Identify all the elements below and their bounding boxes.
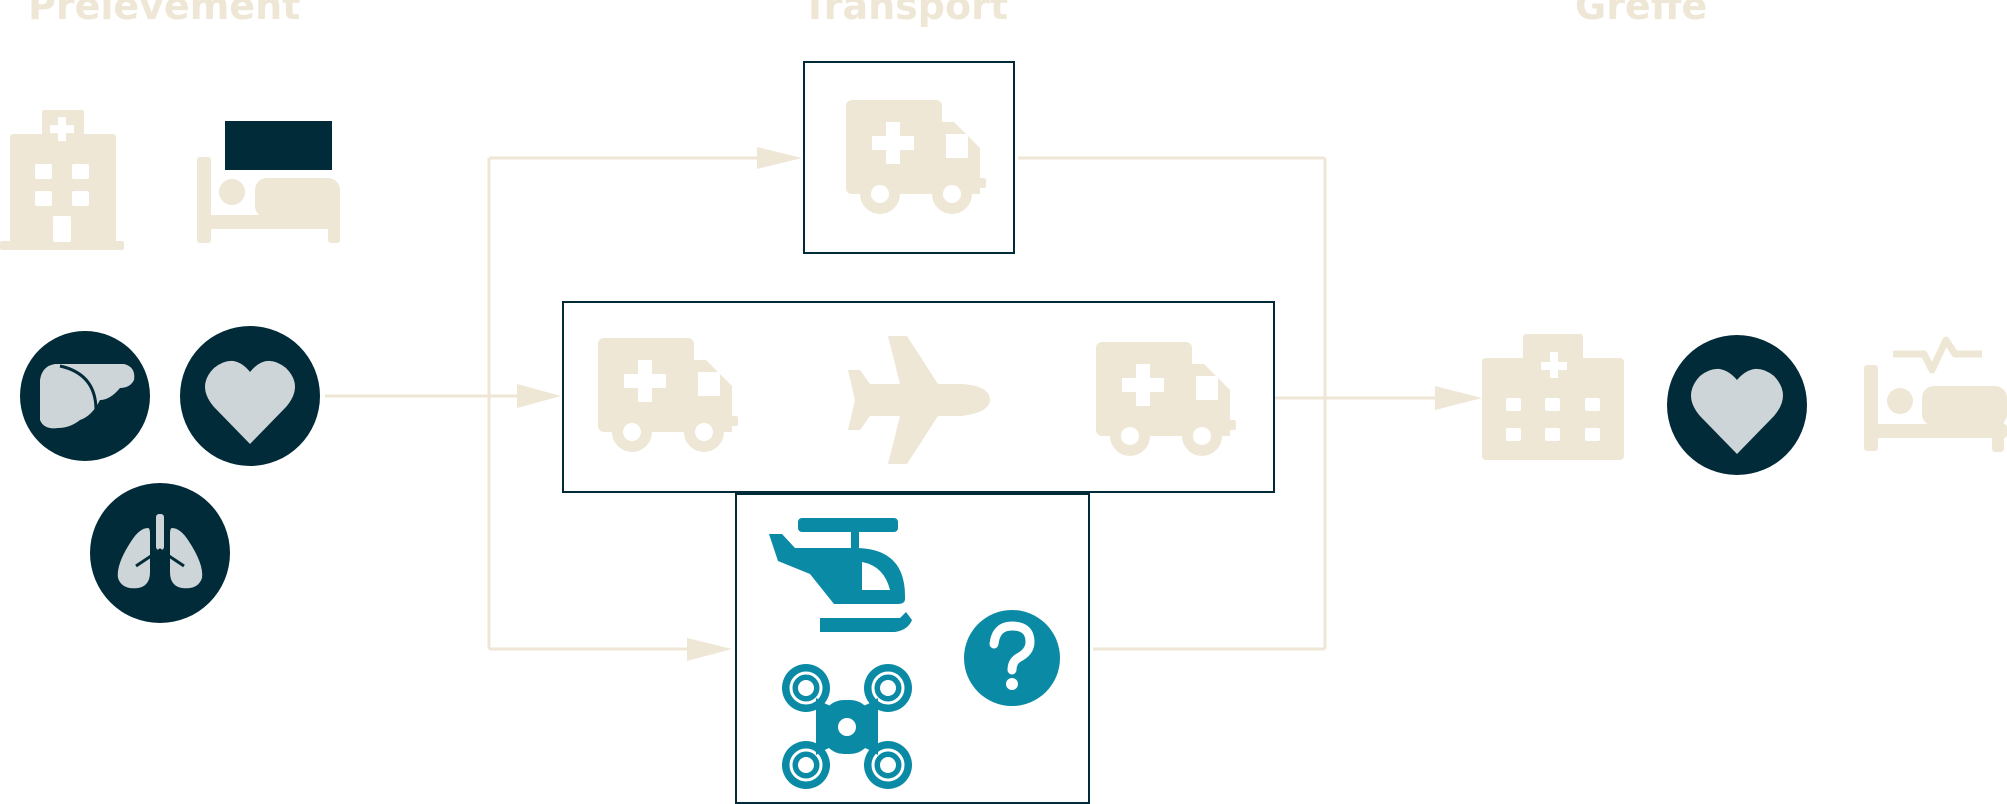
- airplane-icon: [848, 336, 990, 464]
- flow-arrowheads: [517, 147, 1482, 661]
- liver-icon: [20, 331, 150, 461]
- lungs-icon: [90, 483, 230, 623]
- route-box-ambulance: [803, 61, 1015, 254]
- stage-title-procurement: Prélèvement: [28, 0, 301, 28]
- arrowhead-middle-route: [517, 384, 561, 408]
- question-icon: [964, 610, 1060, 706]
- flow-lines: [325, 156, 1440, 651]
- stage-title-transport: Transport: [802, 0, 1009, 28]
- helicopter-icon: [769, 518, 912, 632]
- hospital-icon: [0, 110, 124, 250]
- hospital-icon: [1482, 334, 1624, 460]
- route-box-helicopter-drone: [735, 493, 1090, 804]
- patient-bed-heartbeat-icon: [1864, 336, 2007, 452]
- ambulance-icon: [846, 100, 986, 214]
- arrowhead-bottom-route: [687, 638, 732, 661]
- heart-icon: [1667, 335, 1807, 475]
- arrowhead-top-route: [757, 147, 802, 169]
- heart-icon: [180, 326, 320, 466]
- ambulance-icon: [1096, 342, 1236, 456]
- arrowhead-transplant: [1435, 386, 1482, 410]
- patient-bed-icon: [197, 157, 340, 243]
- stage-title-transplant: Greffe: [1575, 0, 1708, 28]
- route-box-ambulance-plane-ambulance: [562, 301, 1275, 493]
- patient-record-block: [225, 121, 332, 170]
- drone-icon: [782, 664, 912, 789]
- ambulance-icon: [598, 338, 738, 452]
